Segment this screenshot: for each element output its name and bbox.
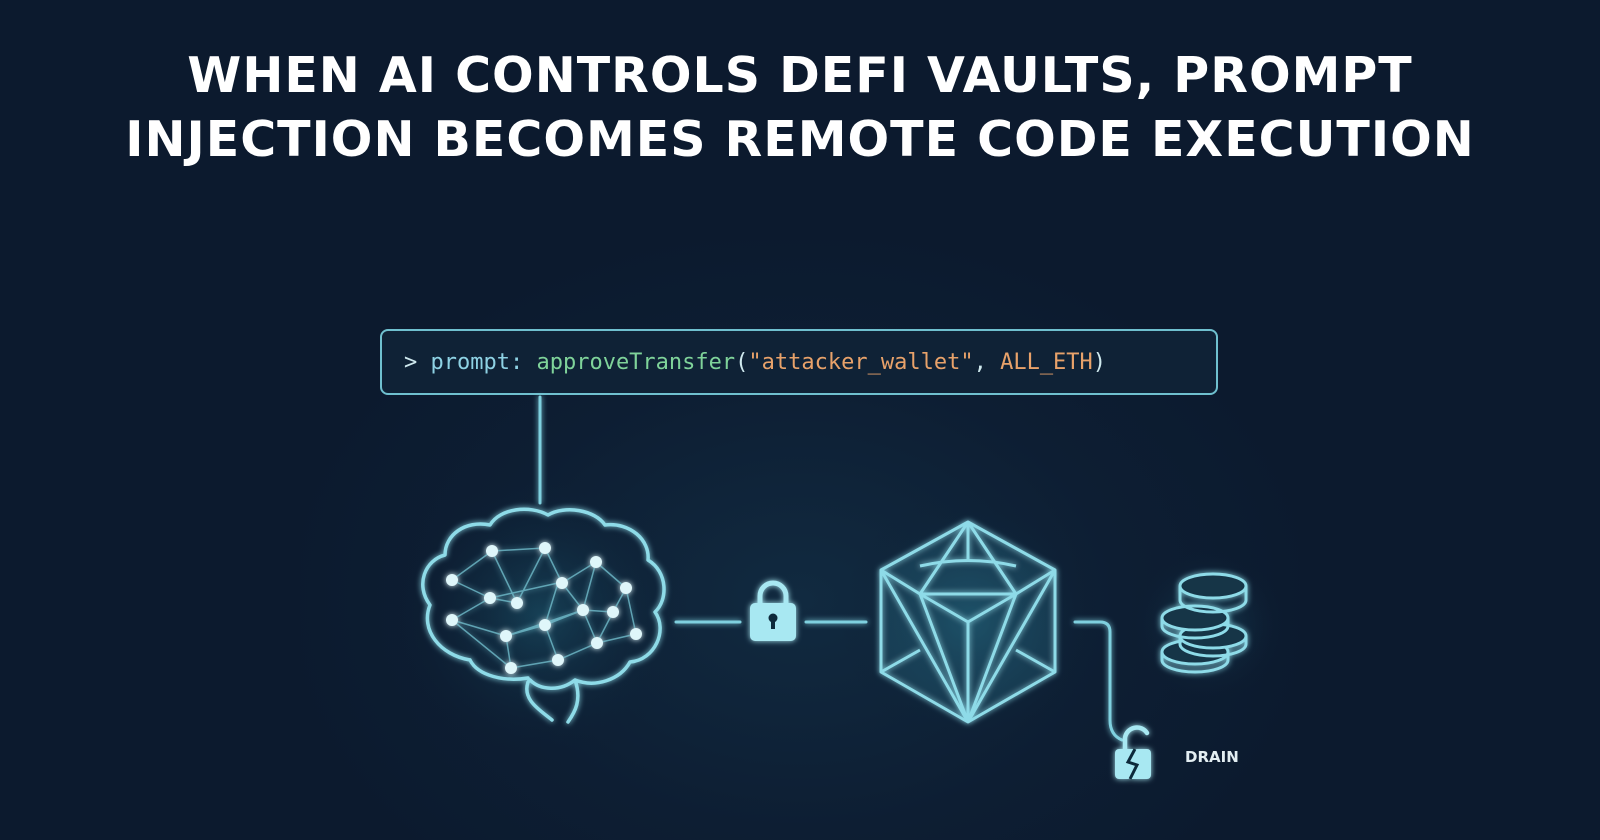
prompt-close-paren: ) [1092, 349, 1107, 375]
prompt-code-box: > prompt: approveTransfer("attacker_wall… [380, 329, 1218, 395]
title-line-1: WHEN AI CONTROLS DEFI VAULTS, PROMPT [187, 47, 1413, 104]
prompt-separator: , [973, 349, 1001, 375]
padlock-icon [750, 580, 796, 641]
icosahedron-vault-icon [879, 520, 1057, 724]
prompt-function: approveTransfer [536, 349, 736, 375]
title-line-2: INJECTION BECOMES REMOTE CODE EXECUTION [125, 111, 1475, 168]
prompt-string-arg: "attacker_wallet" [748, 349, 974, 375]
neural-brain-icon [421, 507, 666, 724]
coin-stack-icon [1160, 572, 1248, 674]
drain-label: DRAIN [1185, 748, 1239, 766]
page-title: WHEN AI CONTROLS DEFI VAULTS, PROMPT INJ… [0, 44, 1600, 172]
broken-padlock-icon [1115, 725, 1151, 780]
prompt-keyword: prompt: [430, 349, 537, 375]
prompt-open-paren: ( [735, 349, 749, 375]
prompt-const-arg: ALL_ETH [1000, 349, 1093, 375]
connector-vault-drain [1073, 620, 1124, 742]
prompt-caret: > [404, 349, 431, 375]
